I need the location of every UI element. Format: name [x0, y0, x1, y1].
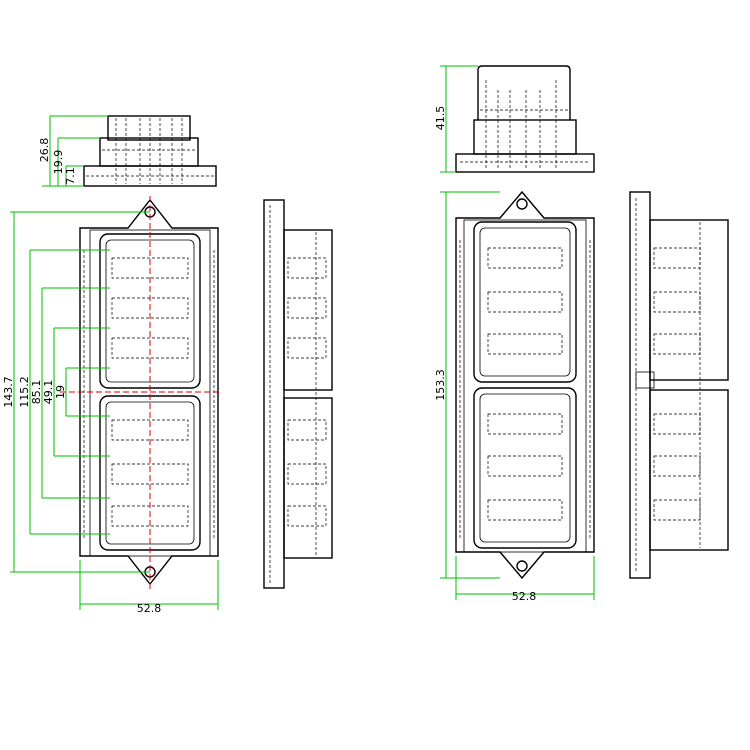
- dim-115-2: 115.2: [18, 376, 31, 408]
- view1-width-dim: [79, 560, 219, 610]
- view1-side: [263, 199, 333, 589]
- view2-side: [629, 191, 729, 579]
- view1-height-dims: [42, 115, 108, 187]
- dim-19: 19: [54, 385, 67, 399]
- dim-85-1: 85.1: [30, 380, 43, 405]
- dim-52-8-right: 52.8: [512, 590, 537, 603]
- view2-plan: 153.3 52.8: [434, 190, 595, 603]
- view2-length-dim: [440, 191, 595, 600]
- view1-plan: 143.7 115.2 85.1 49.1 19 52.8: [2, 196, 222, 615]
- dim-41-5: 41.5: [434, 106, 447, 131]
- view2-height-dim: [440, 65, 478, 173]
- dim-153-3: 153.3: [434, 369, 447, 401]
- dim-52-8-left: 52.8: [137, 602, 162, 615]
- view1-centerlines: [60, 196, 222, 590]
- dim-49-1: 49.1: [42, 380, 55, 405]
- dim-7-1: 7.1: [64, 167, 77, 185]
- dim-19-9: 19.9: [52, 150, 65, 175]
- dim-26-8: 26.8: [38, 138, 51, 163]
- view1-elevation: 26.8 19.9 7.1: [38, 115, 217, 187]
- dim-143-7: 143.7: [2, 376, 15, 408]
- view2-elevation: 41.5: [434, 65, 595, 173]
- view1-length-dims: [10, 211, 150, 573]
